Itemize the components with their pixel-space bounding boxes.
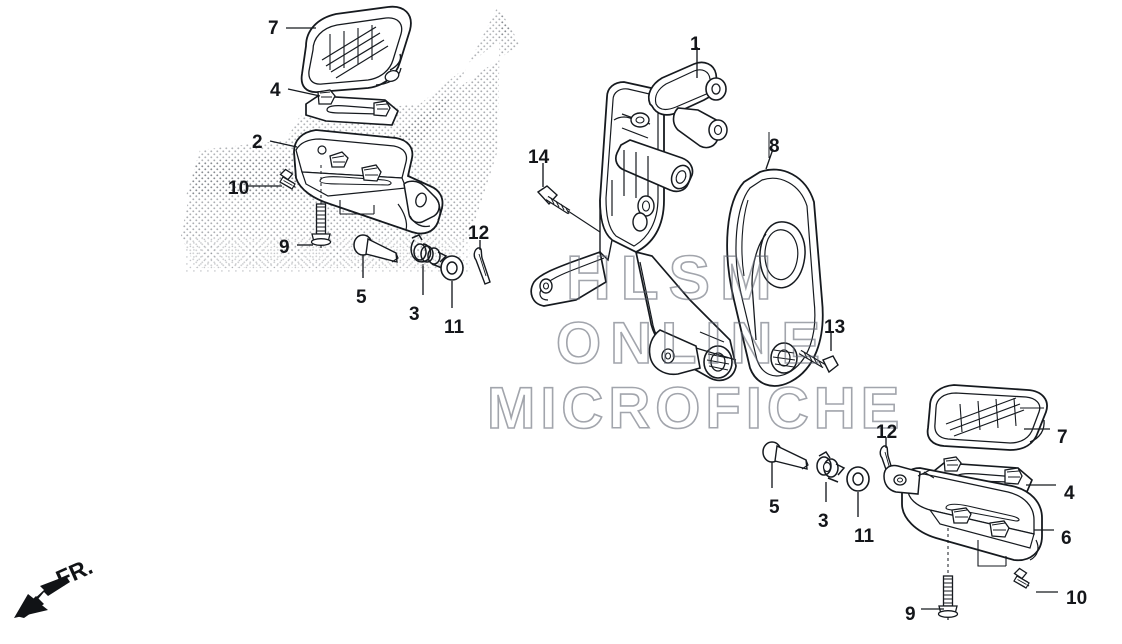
part-5-pin-lower xyxy=(762,441,809,486)
callout-number-7-lower-right[interactable]: 7 xyxy=(1057,427,1068,448)
callout-number-7-upper-left[interactable]: 7 xyxy=(268,18,279,39)
callout-number-4-lower-right[interactable]: 4 xyxy=(1064,483,1075,504)
callout-number-12-upper-left[interactable]: 12 xyxy=(468,223,490,244)
callout-number-13-center[interactable]: 13 xyxy=(824,317,846,338)
part-2-step-bar-left xyxy=(293,129,444,235)
callout-number-6-lower-right[interactable]: 6 xyxy=(1061,528,1072,549)
part-7-step-rubber-lower xyxy=(926,384,1048,451)
callout-number-8-center[interactable]: 8 xyxy=(769,136,780,157)
part-3-return-spring-lower xyxy=(816,451,846,500)
part-8-heel-guard xyxy=(726,132,824,387)
callout-number-12-lower-right[interactable]: 12 xyxy=(876,422,898,443)
callout-number-2-upper-left[interactable]: 2 xyxy=(252,132,263,153)
part-9-bolt-upper xyxy=(310,165,332,249)
part-9-bolt-lower xyxy=(937,575,959,621)
callout-number-3-lower-right[interactable]: 3 xyxy=(818,511,829,532)
callout-number-11-lower-right[interactable]: 11 xyxy=(854,526,875,547)
part-1-step-bracket xyxy=(530,61,737,382)
part-7-step-rubber-upper xyxy=(300,5,412,93)
callout-number-4-upper-left[interactable]: 4 xyxy=(270,80,281,101)
callout-number-11-upper-left[interactable]: 11 xyxy=(444,317,465,338)
callout-number-5-lower-right[interactable]: 5 xyxy=(769,497,780,518)
part-6-step-bar-right xyxy=(883,464,1043,574)
part-14-bolt xyxy=(536,164,601,233)
callout-number-10-upper-left[interactable]: 10 xyxy=(228,178,250,199)
callout-number-14-center[interactable]: 14 xyxy=(528,147,550,168)
callout-leader-lines xyxy=(248,27,1058,610)
part-11-washer-lower xyxy=(846,466,870,515)
part-4-rubber-plate-upper xyxy=(305,89,399,126)
front-direction-arrow-icon xyxy=(14,576,70,618)
callout-number-10-lower-right[interactable]: 10 xyxy=(1066,588,1088,609)
part-12-cotter-pin-upper xyxy=(473,241,491,285)
callout-number-9-lower-right[interactable]: 9 xyxy=(905,604,916,625)
callout-number-1-center[interactable]: 1 xyxy=(690,34,701,55)
callout-number-3-upper-left[interactable]: 3 xyxy=(409,304,420,325)
callout-number-5-upper-left[interactable]: 5 xyxy=(356,287,367,308)
part-10-screw-lower xyxy=(1013,567,1030,589)
callout-number-9-upper-left[interactable]: 9 xyxy=(279,237,290,258)
part-11-washer-upper xyxy=(440,255,464,302)
